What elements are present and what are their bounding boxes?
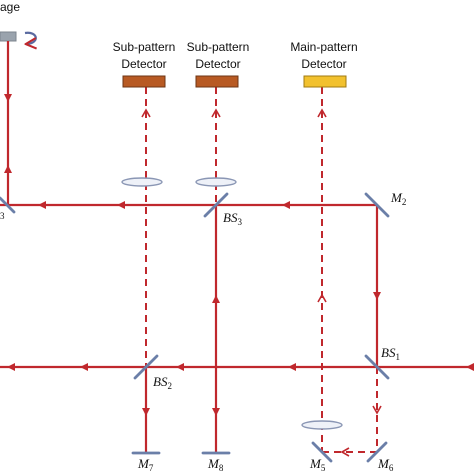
arrow-right-down [373,292,381,300]
arrow-bs2-down [142,408,150,416]
arrow-sub1-up [141,108,151,118]
m5-label: M5 [309,456,326,473]
sub1-detector-label-line1: Sub-pattern [113,40,176,54]
m8-label-sub: 8 [219,463,224,473]
stage-label: age [0,0,20,14]
mirror-m3 [0,196,16,214]
arrow-lower-left-3 [176,363,184,371]
solid-beams [0,41,474,452]
dashed-beam-arrows [141,108,382,457]
bs3-label-main: BS [223,210,238,225]
lens-main [301,420,343,430]
stage-block [0,31,17,42]
arrow-main-up-2 [317,293,327,303]
m7-label-sub: 7 [149,463,154,473]
sub-pattern-detector-2 [195,75,239,88]
arrow-sub2-up [211,108,221,118]
arrow-m8-down [212,408,220,416]
main-detector-label-line2: Detector [301,57,346,71]
main-detector-label-line1: Main-pattern [290,40,357,54]
arrow-m8-up [212,295,220,303]
m5-label-main: M [309,456,322,471]
m6-label-sub: 6 [389,463,394,473]
mirror-m2 [364,192,390,218]
sub-pattern-detector-1 [122,75,166,88]
mirror-m6 [366,441,388,463]
dashed-beams [145,87,378,453]
solid-beam-arrows [4,94,474,416]
arrow-main-up-1 [317,108,327,118]
arrow-lower-left-2 [80,363,88,371]
beam-splitter-bs2 [133,354,159,380]
bs1-label: BS1 [381,345,400,362]
m2-label-sub: 2 [402,197,407,207]
sub1-detector-label-line2: Detector [121,57,166,71]
arrow-upper-left-3 [282,201,290,209]
arrow-bs1-down [372,405,382,415]
bs2-label-main: BS [153,374,168,389]
m2-label: M2 [390,190,406,207]
bs2-label-sub: 2 [167,381,172,391]
arrow-lower-left-1 [7,363,15,371]
beam-splitter-bs3 [203,192,229,218]
arrow-stage-up [4,165,12,173]
beam-splitter-bs1 [364,354,390,380]
bs3-label-sub: 3 [237,217,242,227]
arrow-stage-down [4,94,12,102]
m2-label-main: M [390,190,403,205]
bs3-label: BS3 [223,210,242,227]
rotation-arrow-icon [25,31,36,44]
main-pattern-detector [303,75,347,88]
optical-elements [0,192,390,463]
sub2-detector-label-line1: Sub-pattern [187,40,250,54]
m8-label-main: M [207,456,220,471]
m8-label: M8 [207,456,224,473]
lens-sub2 [195,177,237,187]
m6-label: M6 [377,456,394,473]
m7-label: M7 [137,456,154,473]
lenses [121,177,343,430]
lens-sub1 [121,177,163,187]
bs1-label-sub: 1 [395,352,400,362]
bs1-label-main: BS [381,345,396,360]
arrow-upper-left-1 [38,201,46,209]
arrow-lower-left-4 [288,363,296,371]
m3-label: 3 [0,211,5,221]
m7-label-main: M [137,456,150,471]
arrow-m6-left [340,447,350,457]
sub2-detector-label-line2: Detector [195,57,240,71]
arrow-upper-left-2 [117,201,125,209]
mirror-m5 [311,441,333,463]
m5-label-sub: 5 [321,463,326,473]
arrow-lower-left-5 [466,363,474,371]
m6-label-main: M [377,456,390,471]
bs2-label: BS2 [153,374,172,391]
m3-label-sub: 3 [0,211,5,221]
